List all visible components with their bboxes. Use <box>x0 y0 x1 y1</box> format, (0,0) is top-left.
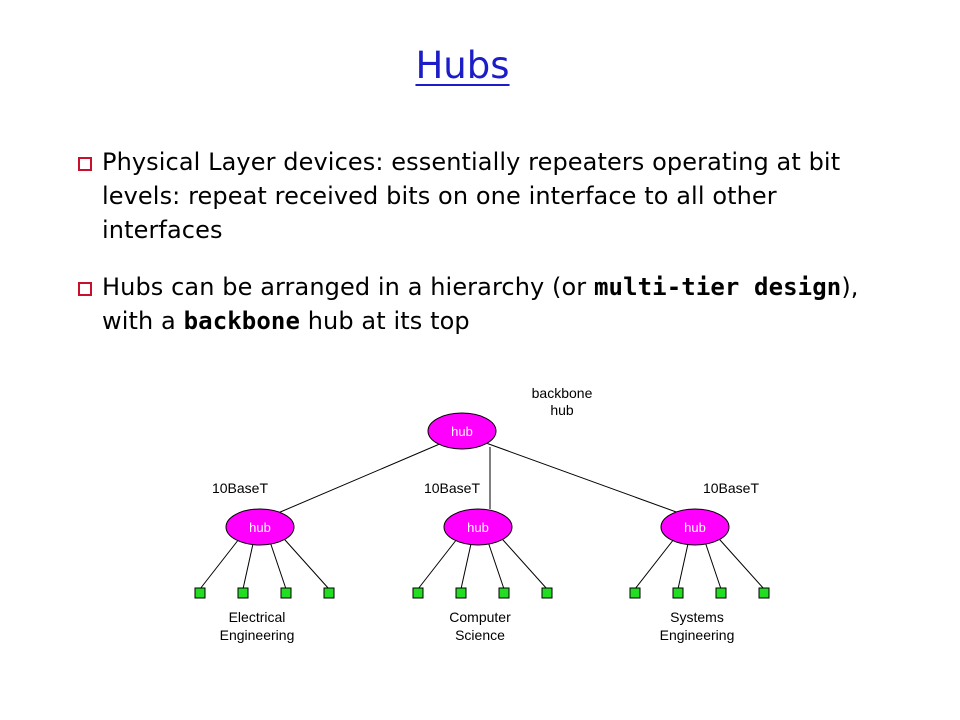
host-link <box>703 538 722 590</box>
host-link <box>199 538 240 590</box>
department-name: Engineering <box>660 627 735 643</box>
bold-term: backbone <box>183 307 300 335</box>
host-node <box>237 587 249 599</box>
department-name: Engineering <box>220 627 295 643</box>
backbone-caption: hub <box>550 402 574 418</box>
hub-label: hub <box>467 520 489 535</box>
nodes-layer <box>194 412 770 599</box>
host-node <box>498 587 510 599</box>
bullet-item: Hubs can be arranged in a hierarchy (or … <box>78 270 878 338</box>
host-node <box>412 587 424 599</box>
link-type-label: 10BaseT <box>212 480 268 496</box>
links-layer <box>199 442 765 590</box>
host-node <box>194 587 206 599</box>
bullet-text: Physical Layer devices: essentially repe… <box>102 145 878 247</box>
host-link <box>718 538 765 590</box>
host-node <box>672 587 684 599</box>
department-name: Computer <box>449 609 511 625</box>
hub-label: hub <box>684 520 706 535</box>
bold-term: multi-tier design <box>593 273 842 301</box>
hub-label: hub <box>451 424 473 439</box>
host-link <box>677 538 690 590</box>
backbone-link <box>485 442 680 514</box>
host-node <box>715 587 727 599</box>
host-node <box>758 587 770 599</box>
host-node <box>323 587 335 599</box>
link-type-label: 10BaseT <box>424 480 480 496</box>
host-link <box>283 538 330 590</box>
square-bullet-icon <box>78 282 92 296</box>
department-name: Science <box>455 627 505 643</box>
backbone-link <box>277 442 443 514</box>
host-link <box>417 538 458 590</box>
bullet-item: Physical Layer devices: essentially repe… <box>78 145 878 247</box>
bullet-text-segment: Physical Layer devices: essentially repe… <box>102 148 841 244</box>
host-node <box>280 587 292 599</box>
host-link <box>460 538 473 590</box>
bullet-text-segment: Hubs can be arranged in a hierarchy (or <box>102 273 594 301</box>
link-type-label: 10BaseT <box>703 480 759 496</box>
bullet-text: Hubs can be arranged in a hierarchy (or … <box>102 270 878 338</box>
bullet-text-segment: ), with a <box>102 273 859 335</box>
host-node <box>541 587 553 599</box>
backbone-caption: backbone <box>532 385 593 401</box>
host-node <box>455 587 467 599</box>
host-link <box>242 538 255 590</box>
host-link <box>634 538 675 590</box>
department-name: Electrical <box>229 609 286 625</box>
host-node <box>629 587 641 599</box>
backbone-hub <box>427 412 497 450</box>
slide-title: Hubs <box>415 44 510 87</box>
host-link <box>268 538 287 590</box>
department-hub <box>660 508 730 546</box>
host-link <box>501 538 548 590</box>
host-link <box>486 538 505 590</box>
square-bullet-icon <box>78 157 92 171</box>
hub-label: hub <box>249 520 271 535</box>
department-hub <box>225 508 295 546</box>
department-hub <box>443 508 513 546</box>
department-name: Systems <box>670 609 724 625</box>
bullet-text-segment: hub at its top <box>300 307 470 335</box>
